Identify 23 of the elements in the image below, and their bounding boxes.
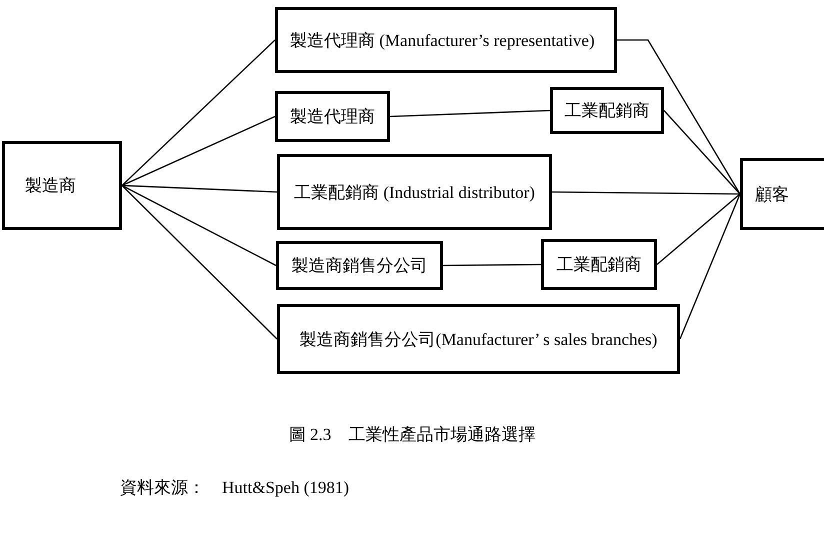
connector-line <box>122 40 276 186</box>
connector-line <box>122 184 278 193</box>
connector-line <box>552 191 740 195</box>
connector-line <box>664 110 740 194</box>
channel-box: 製造商 <box>2 141 122 230</box>
figure-caption: 圖 2.3 工業性產品市場通路選擇 <box>288 424 536 446</box>
connector-line <box>443 264 541 266</box>
channel-box: 顧客 <box>740 158 824 230</box>
channel-box: 製造代理商 <box>275 91 390 142</box>
channel-box: 工業配銷商 (Industrial distributor) <box>277 154 552 230</box>
connector-line <box>390 110 550 118</box>
channel-box: 製造商銷售分公司 <box>276 241 443 290</box>
channel-box: 工業配銷商 <box>541 239 657 290</box>
connector-line <box>679 194 741 340</box>
connector-line <box>122 184 276 266</box>
channel-box: 工業配銷商 <box>550 87 664 134</box>
connector-line <box>122 116 276 186</box>
channel-box: 製造代理商 (Manufacturer’s representative) <box>275 7 617 73</box>
channel-box: 製造商銷售分公司(Manufacturer’ s sales branches) <box>277 304 680 374</box>
connector-line <box>122 185 278 340</box>
connector-line <box>656 194 740 265</box>
connector-line <box>617 39 741 194</box>
source-note: 資料來源： Hutt&Speh (1981) <box>120 477 350 499</box>
